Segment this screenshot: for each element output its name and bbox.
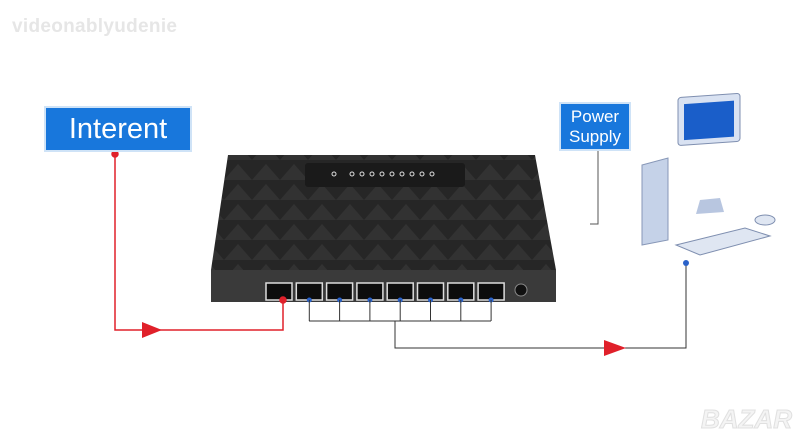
ethernet-port (386, 282, 414, 301)
power-jack (514, 283, 528, 297)
internet-label: Interent (46, 108, 190, 150)
computer-icon (641, 92, 776, 256)
ethernet-port (265, 282, 293, 301)
internet-connection (111, 150, 287, 338)
power-line (590, 150, 599, 225)
ethernet-port (477, 282, 505, 301)
ethernet-port (295, 282, 324, 301)
watermark: videonablyudenie (12, 16, 178, 37)
ethernet-port (356, 282, 384, 301)
bazar-logo: BAZAR (701, 404, 793, 435)
switch-top (211, 155, 556, 270)
ethernet-port (447, 282, 475, 301)
lan-connection (308, 260, 689, 356)
network-switch (211, 155, 556, 303)
ethernet-port (325, 282, 354, 301)
power-supply-label: Power Supply (561, 104, 629, 149)
ethernet-port (416, 282, 445, 301)
led-panel (305, 163, 465, 187)
